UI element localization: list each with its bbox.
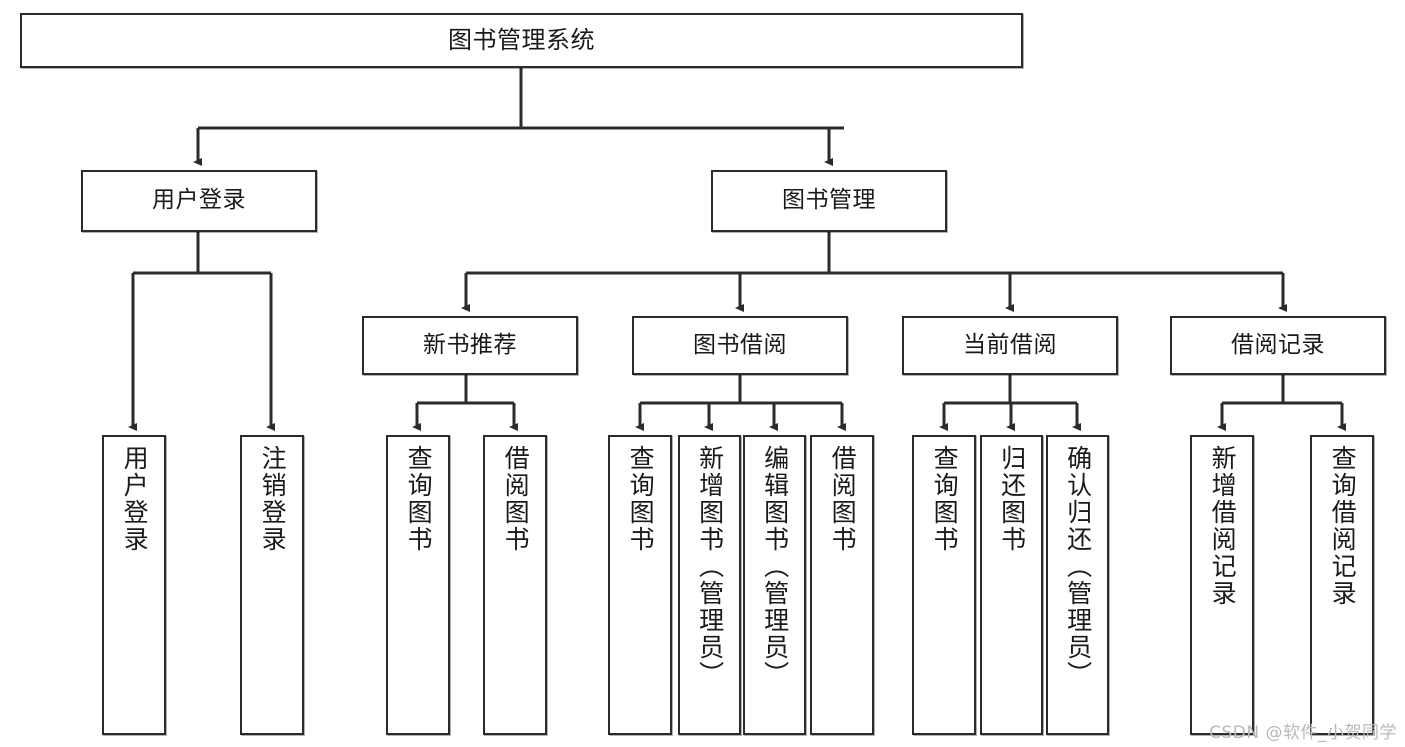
leaf-query-record-label: 查询借阅记录	[1328, 445, 1358, 607]
leaf-query-book-2-label: 查询图书	[626, 445, 656, 553]
leaf-user-login[interactable]: 用户登录	[102, 435, 166, 735]
leaf-query-book-1[interactable]: 查询图书	[386, 435, 450, 735]
leaf-query-record[interactable]: 查询借阅记录	[1310, 435, 1374, 735]
leaf-return-book[interactable]: 归还图书	[980, 435, 1043, 735]
leaf-borrow-book-1[interactable]: 借阅图书	[483, 435, 547, 735]
leaf-confirm-return-label: 确认归还（管理员）	[1063, 445, 1093, 688]
node-borrow-record[interactable]: 借阅记录	[1170, 316, 1386, 375]
node-book-manage[interactable]: 图书管理	[711, 170, 947, 232]
node-user-login[interactable]: 用户登录	[81, 170, 317, 232]
leaf-edit-book[interactable]: 编辑图书（管理员）	[743, 435, 806, 735]
node-root[interactable]: 图书管理系统	[20, 13, 1023, 68]
leaf-borrow-book-2[interactable]: 借阅图书	[810, 435, 874, 735]
leaf-add-book-label: 新增图书（管理员）	[695, 445, 725, 688]
csdn-watermark: CSDN @软件_小贺同学	[1209, 723, 1397, 743]
node-current-borrow[interactable]: 当前借阅	[902, 316, 1118, 375]
leaf-add-record-label: 新增借阅记录	[1208, 445, 1238, 607]
node-book-borrow[interactable]: 图书借阅	[632, 316, 848, 375]
node-root-label: 图书管理系统	[448, 26, 595, 55]
leaf-edit-book-label: 编辑图书（管理员）	[760, 445, 790, 688]
leaf-borrow-book-1-label: 借阅图书	[501, 445, 531, 553]
leaf-user-logout[interactable]: 注销登录	[240, 435, 304, 735]
node-current-borrow-label: 当前借阅	[963, 331, 1057, 358]
leaf-user-login-label: 用户登录	[120, 445, 150, 553]
leaf-confirm-return[interactable]: 确认归还（管理员）	[1046, 435, 1109, 735]
node-new-book-recommend-label: 新书推荐	[423, 331, 517, 358]
leaf-query-book-2[interactable]: 查询图书	[608, 435, 672, 735]
node-book-borrow-label: 图书借阅	[693, 331, 787, 358]
node-borrow-record-label: 借阅记录	[1231, 331, 1325, 358]
leaf-add-record[interactable]: 新增借阅记录	[1190, 435, 1254, 735]
leaf-query-book-3-label: 查询图书	[930, 445, 960, 553]
node-new-book-recommend[interactable]: 新书推荐	[362, 316, 578, 375]
leaf-query-book-3[interactable]: 查询图书	[912, 435, 976, 735]
leaf-return-book-label: 归还图书	[997, 445, 1027, 553]
node-user-login-label: 用户登录	[152, 187, 246, 214]
leaf-user-logout-label: 注销登录	[258, 445, 288, 553]
leaf-query-book-1-label: 查询图书	[404, 445, 434, 553]
node-book-manage-label: 图书管理	[782, 187, 876, 214]
leaf-borrow-book-2-label: 借阅图书	[828, 445, 858, 553]
leaf-add-book[interactable]: 新增图书（管理员）	[678, 435, 741, 735]
